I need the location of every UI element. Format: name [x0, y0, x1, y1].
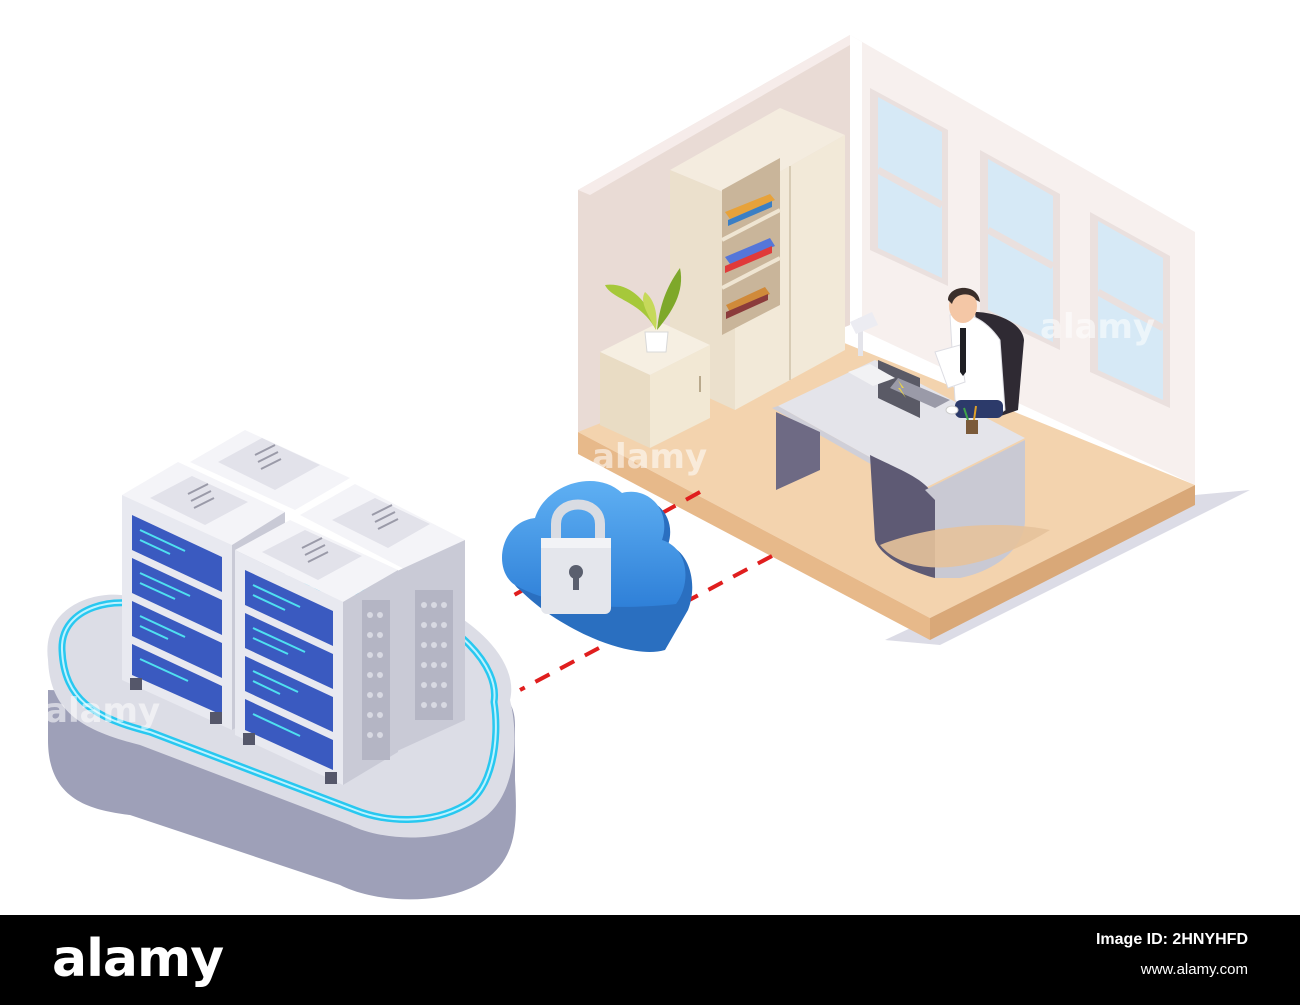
server-rack-icon: [122, 462, 285, 730]
plant-icon: [605, 268, 682, 353]
office-worker: [934, 287, 1006, 418]
server-screens: [132, 515, 222, 715]
papers: [848, 364, 895, 386]
window: [1090, 212, 1170, 408]
padlock-icon: [541, 499, 611, 614]
server-rack-icon: [235, 520, 398, 785]
window: [870, 88, 948, 286]
svg-text:alamy: alamy: [45, 691, 160, 731]
svg-text:alamy: alamy: [592, 437, 707, 477]
coffee-cup: [945, 405, 959, 415]
image-info: Image ID: 2HNYHFD www.alamy.com: [1096, 925, 1248, 985]
footer-bar: [0, 915, 1300, 1005]
office-desk: [772, 360, 1050, 578]
image-id: Image ID: 2HNYHFD: [1095, 931, 1248, 948]
pen-cup: [963, 405, 978, 434]
server-screens: [245, 570, 333, 770]
desk-lamp: [850, 312, 878, 356]
svg-text:alamy: alamy: [1040, 307, 1155, 347]
office-room: [578, 35, 1250, 645]
window: [980, 150, 1060, 350]
brand-logo[interactable]: alamy: [52, 929, 224, 989]
illustration-scene: alamy alamy alamy: [45, 35, 1250, 900]
watermark: alamy alamy alamy: [45, 307, 1155, 731]
site-link[interactable]: www.alamy.com: [1140, 961, 1248, 978]
cloud-icon: [501, 481, 693, 652]
server-rack-icon: [300, 484, 465, 752]
server-rack-icon: [190, 430, 350, 510]
